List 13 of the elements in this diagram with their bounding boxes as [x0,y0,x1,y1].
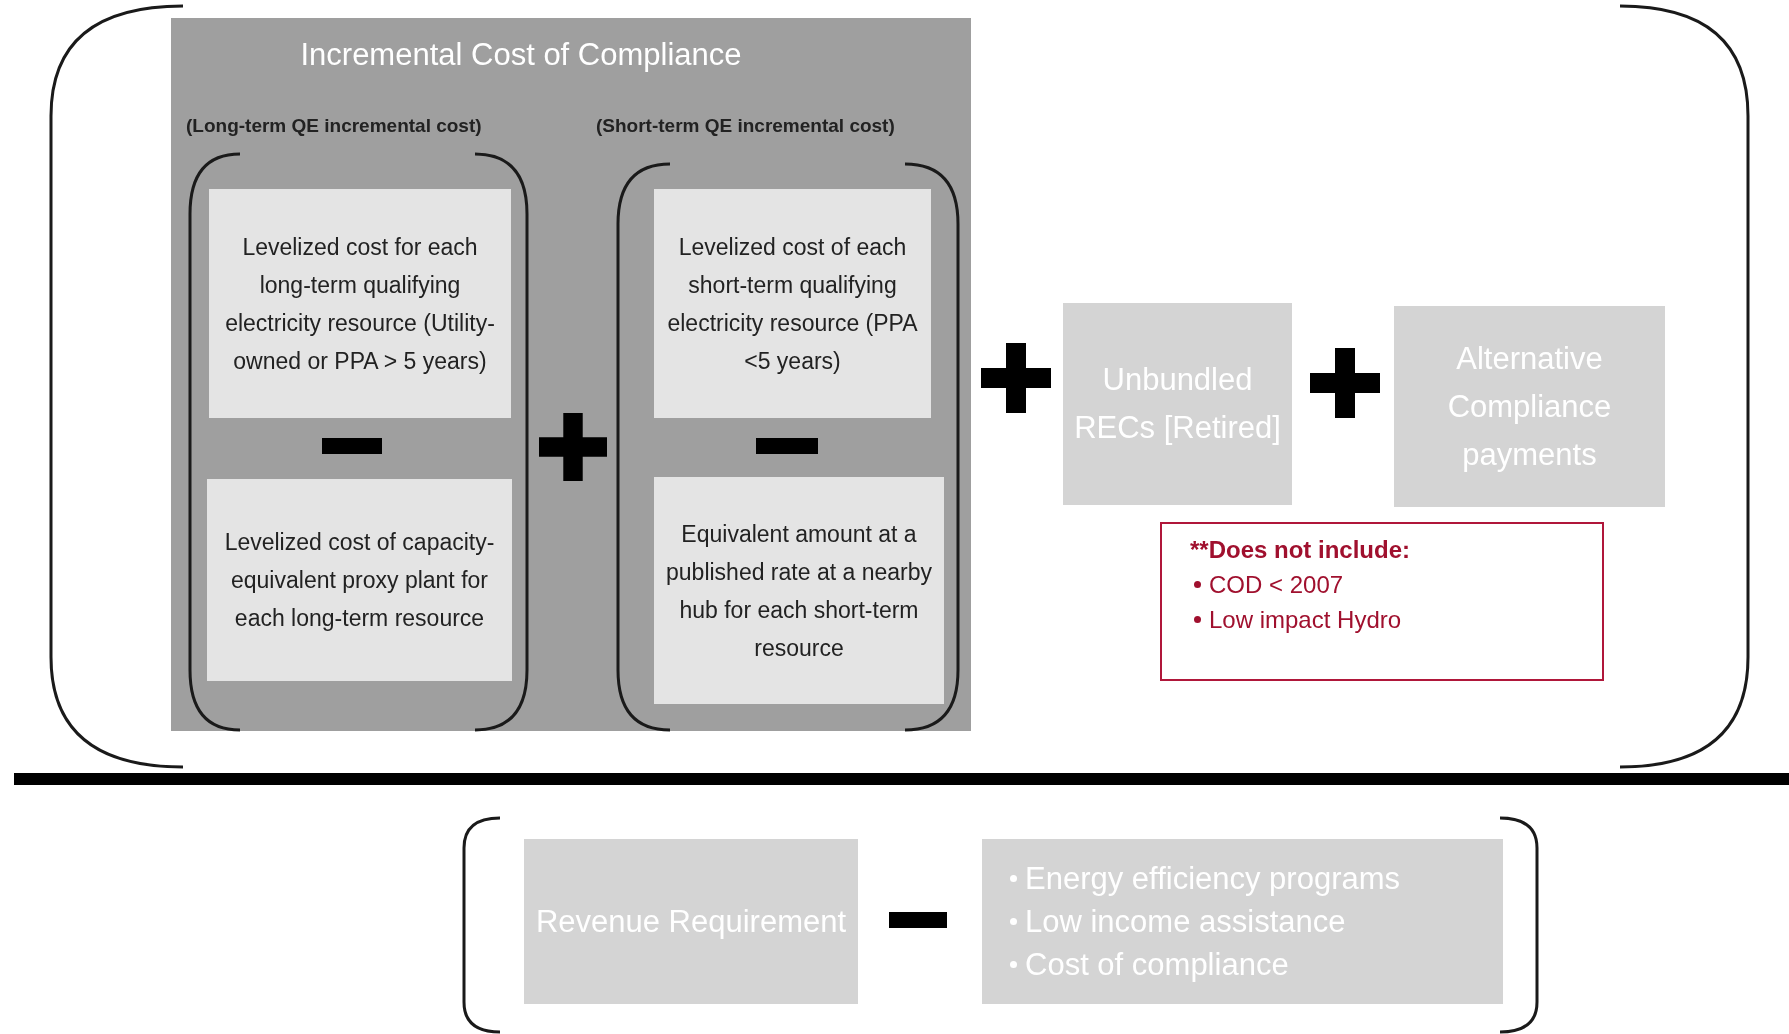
note-heading: **Does not include: [1190,535,1412,565]
bullet-item: Low impact Hydro [1209,605,1402,635]
cost-box: Equivalent amount at a published rate at a nearby hub for each short-term resource [654,477,944,704]
cost-box: Levelized cost of each short-term qualifying electricity resource (PPA <5 years) [654,189,931,418]
panel-title: Incremental Cost of Compliance [299,36,743,74]
cost-box: Levelized cost of capacity- equivalent proxy plant for each long-term resource [207,479,512,681]
group-caption: (Short-term QE incremental cost) [596,114,895,138]
bullet-item: COD < 2007 [1209,570,1344,600]
cost-box: Levelized cost for each long-term qualifying electricity resource (Utility-owned or PPA > 5 years) [209,189,511,418]
note-box [1160,522,1604,681]
list-box [982,839,1503,1004]
group-caption: (Long-term QE incremental cost) [186,114,482,138]
cost-panel [171,18,971,731]
